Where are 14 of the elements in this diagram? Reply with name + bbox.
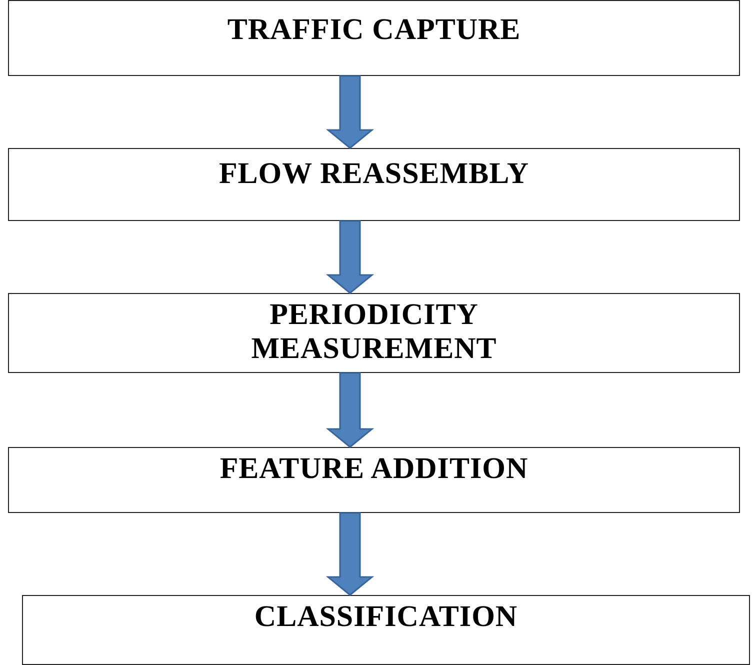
step-label: FLOW REASSEMBLY [218, 157, 530, 191]
process-box [8, 447, 740, 513]
step-label: PERIODICITY MEASUREMENT [250, 298, 498, 366]
block-arrow [326, 75, 374, 149]
block-arrow [326, 372, 374, 448]
step-label: CLASSIFICATION [253, 600, 519, 634]
process-box [8, 293, 740, 373]
block-arrow [326, 512, 374, 596]
block-arrow [326, 220, 374, 294]
step-label: TRAFFIC CAPTURE [226, 13, 522, 47]
step-label: FEATURE ADDITION [218, 452, 530, 486]
process-box [22, 595, 750, 665]
process-box [8, 0, 740, 76]
process-box [8, 148, 740, 221]
